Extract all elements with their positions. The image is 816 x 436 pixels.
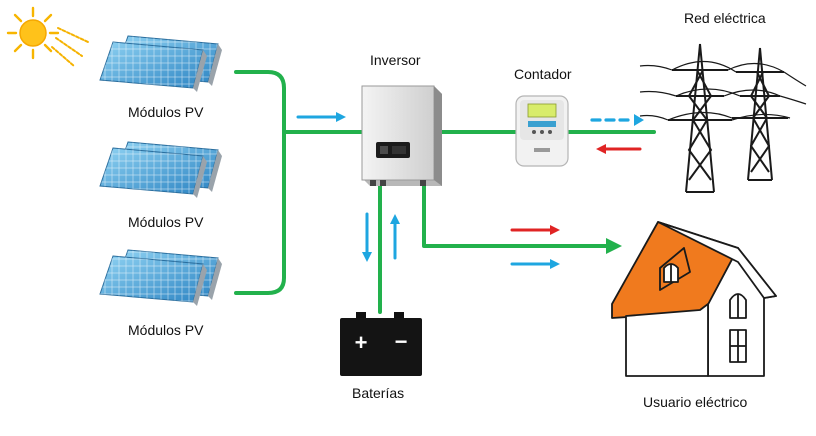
battery-charge-arrow — [362, 212, 372, 262]
battery-minus-sign: − — [395, 329, 408, 354]
pv-module-label-1: Módulos PV — [128, 104, 204, 120]
solar-to-inverter-arrow — [296, 112, 346, 122]
house-icon — [611, 221, 777, 377]
pv-module-group-3 — [99, 249, 222, 306]
export-to-grid-arrow — [590, 114, 644, 126]
flow-arrows — [296, 112, 644, 269]
sun-icon — [6, 6, 89, 67]
grid-to-house-arrow — [510, 225, 560, 235]
battery-discharge-arrow — [390, 214, 400, 260]
grid-label: Red eléctrica — [684, 10, 766, 26]
dc-wiring — [234, 70, 656, 314]
battery-icon — [340, 312, 422, 376]
inverter-to-house-wire — [422, 184, 610, 248]
batteries-label: Baterías — [352, 385, 405, 401]
pv-module-label-2: Módulos PV — [128, 214, 204, 230]
inverter-label: Inversor — [370, 52, 421, 68]
meter-label: Contador — [514, 66, 572, 82]
import-from-grid-arrow — [596, 144, 642, 154]
pv-module-label-3: Módulos PV — [128, 322, 204, 338]
pv-module-group-1 — [99, 35, 222, 92]
house-arrow-head — [606, 238, 622, 254]
grid-tower-icon — [639, 43, 807, 193]
meter-icon — [515, 95, 569, 167]
pv-module-group-2 — [99, 141, 222, 198]
user-label: Usuario eléctrico — [643, 394, 748, 410]
inverter-icon — [361, 85, 442, 186]
battery-plus-sign: + — [355, 330, 368, 355]
solar-to-house-arrow — [510, 259, 560, 269]
pv-combiner-wire — [234, 70, 286, 295]
